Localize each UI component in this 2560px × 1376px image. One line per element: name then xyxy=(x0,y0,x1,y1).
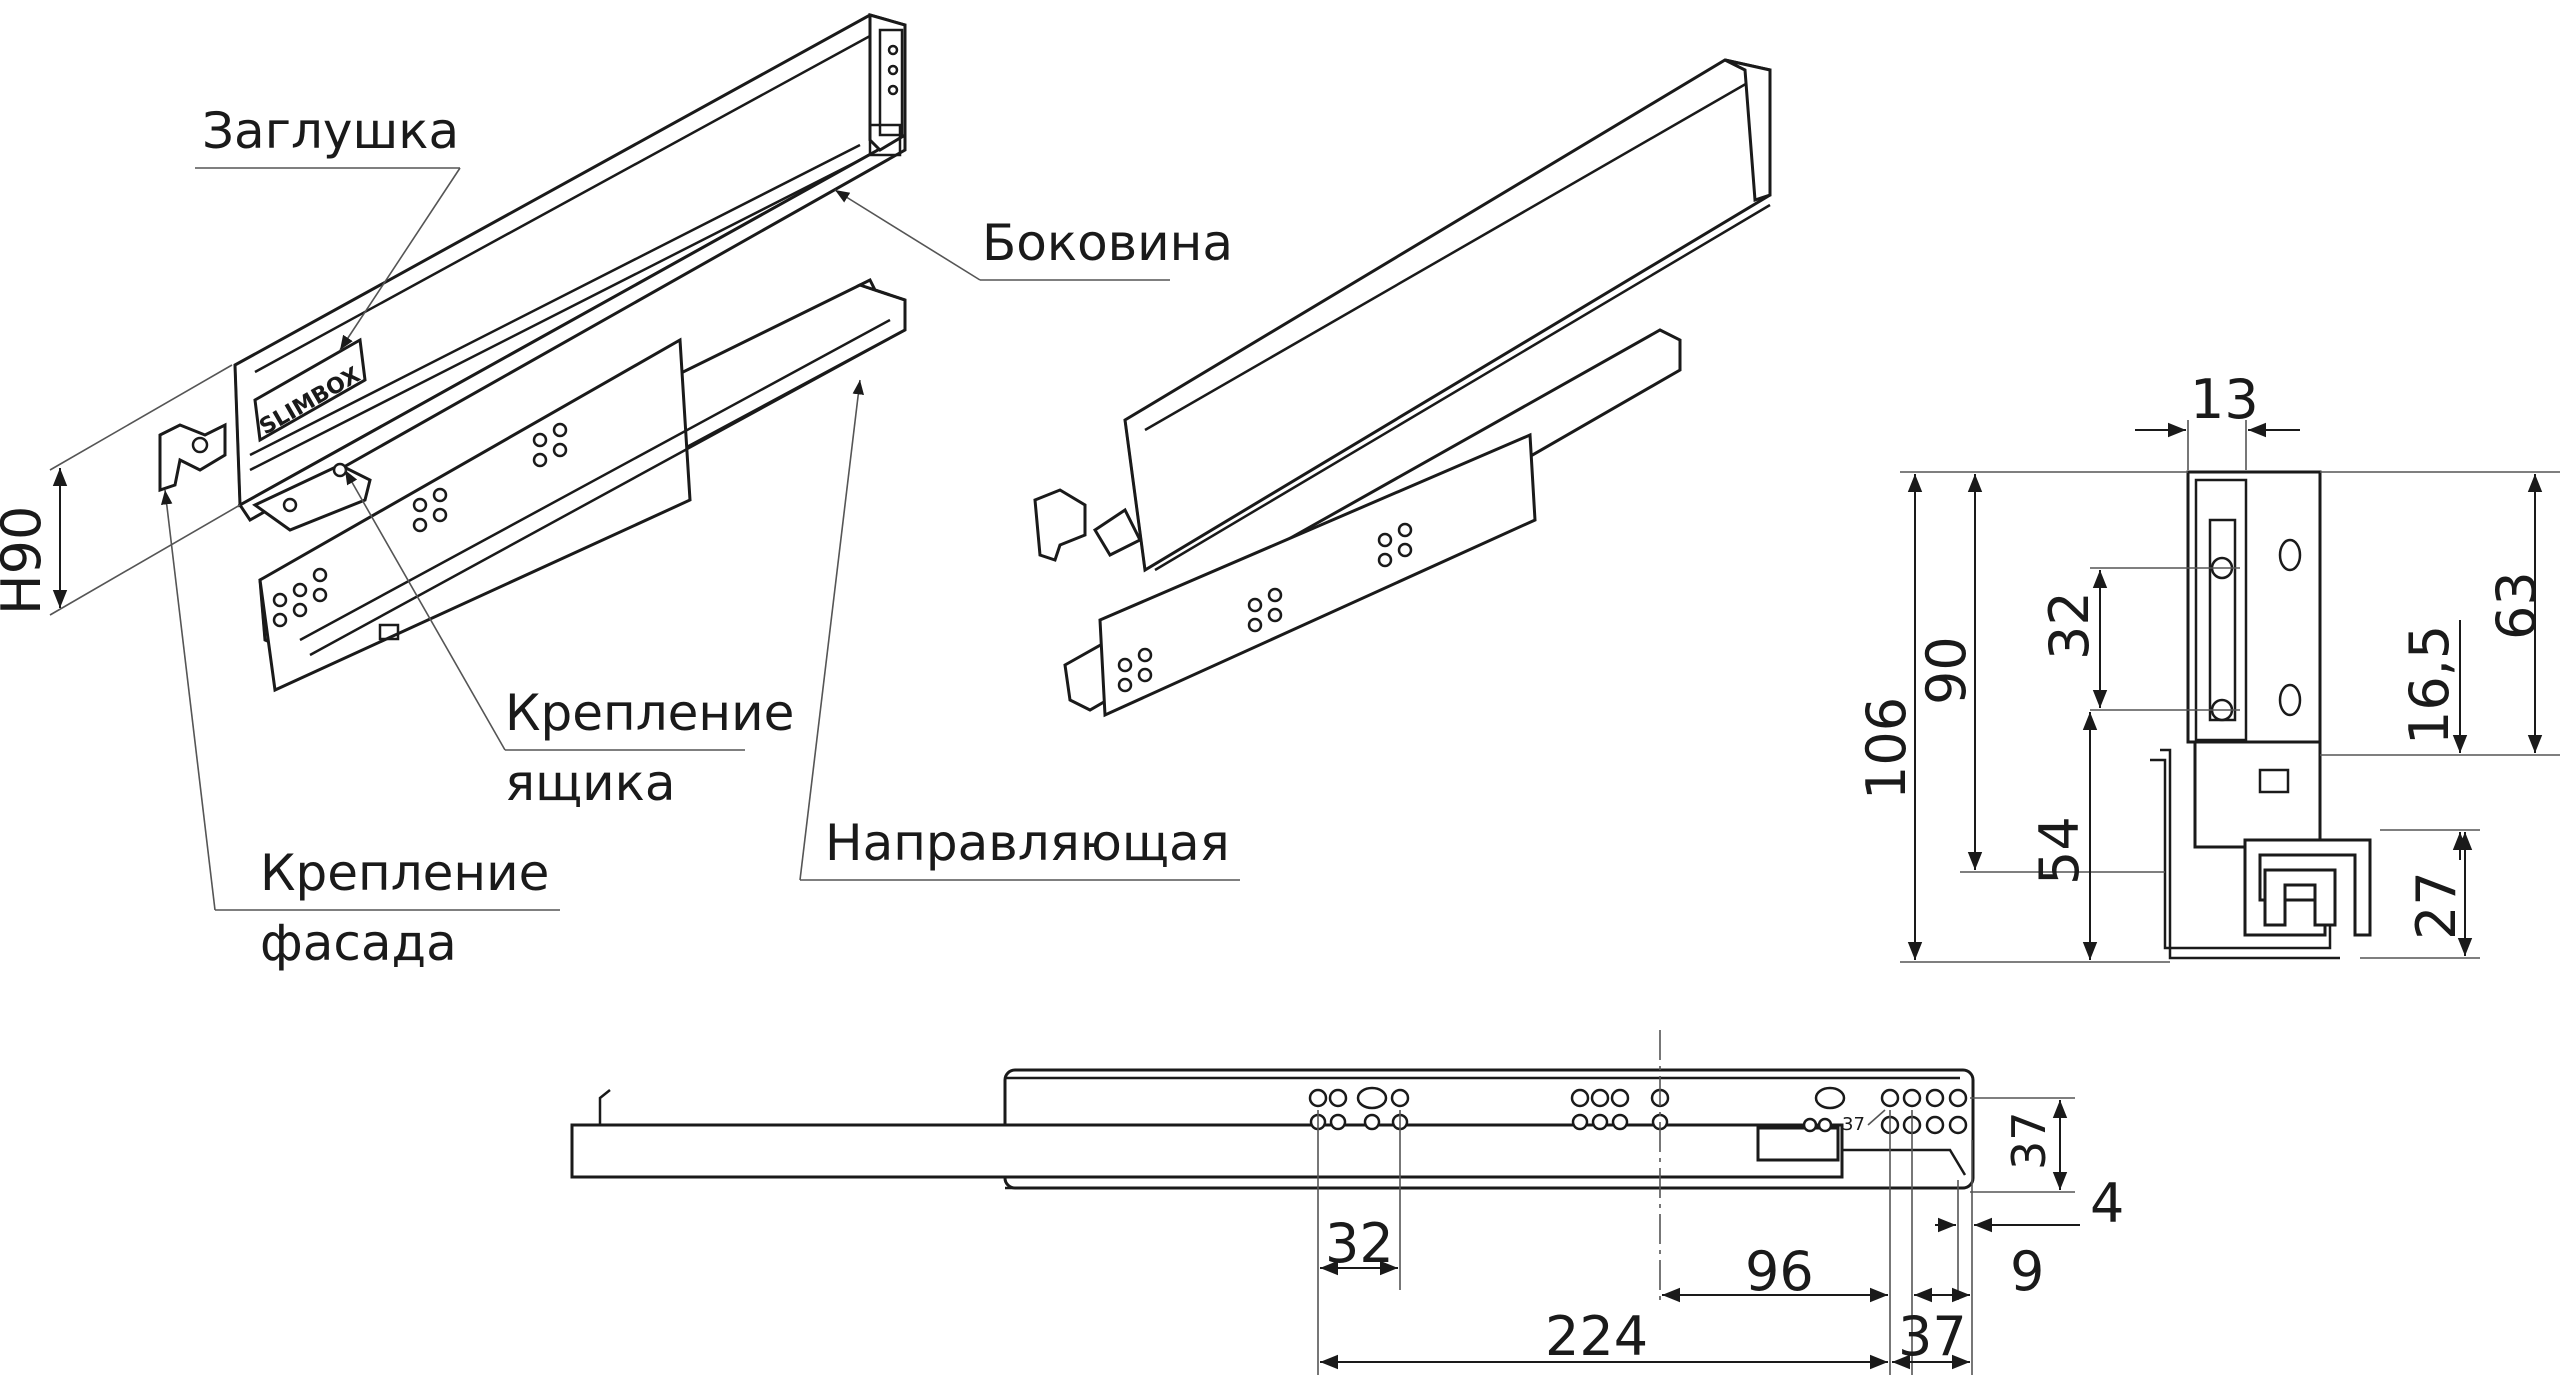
label-cap: Заглушка xyxy=(202,102,459,160)
dim-37-horizontal: 37 xyxy=(1898,1305,1967,1368)
dim-224: 224 xyxy=(1545,1305,1648,1368)
front-mount-left xyxy=(158,422,227,493)
dim-32: 32 xyxy=(2038,591,2101,660)
dim-9: 9 xyxy=(2010,1240,2044,1303)
runner-holes-left xyxy=(272,422,568,628)
callouts: Заглушка Боковина Крепление ящика Направ… xyxy=(0,102,1240,972)
dim-37-vertical: 37 xyxy=(2002,1111,2056,1170)
label-height: H90 xyxy=(0,506,53,615)
dim-27: 27 xyxy=(2405,871,2468,940)
dim-54: 54 xyxy=(2028,816,2091,885)
middle-assembly xyxy=(1033,58,1772,718)
side-panel-left: SLIMBOX xyxy=(233,13,907,532)
dim-13: 13 xyxy=(2190,368,2259,431)
left-assembly: SLIMBOX xyxy=(158,13,907,693)
dim-16-5: 16,5 xyxy=(2398,625,2461,745)
runner-holes-side xyxy=(1308,1086,1968,1135)
label-front-mount-1: Крепление xyxy=(260,844,549,902)
runner-side-view: 37 37 4 32 96 9 224 37 xyxy=(570,1030,2124,1375)
label-front-mount-2: фасада xyxy=(260,914,457,972)
dim-90: 90 xyxy=(1915,636,1978,705)
runner-left xyxy=(258,277,907,693)
label-drawer-mount-2: ящика xyxy=(505,754,676,812)
dim-63: 63 xyxy=(2485,571,2548,640)
label-side-panel: Боковина xyxy=(982,214,1233,272)
dim-4: 4 xyxy=(2090,1172,2124,1235)
runner-holes-middle xyxy=(1117,522,1413,693)
dim-small-37: 37 xyxy=(1842,1114,1865,1135)
dim-32-horizontal: 32 xyxy=(1325,1212,1394,1275)
label-drawer-mount-1: Крепление xyxy=(505,684,794,742)
label-runner: Направляющая xyxy=(825,814,1230,872)
dim-106: 106 xyxy=(1855,697,1918,800)
section-view: 13 106 90 32 54 63 16,5 27 xyxy=(1855,368,2560,963)
dim-96: 96 xyxy=(1745,1240,1814,1303)
